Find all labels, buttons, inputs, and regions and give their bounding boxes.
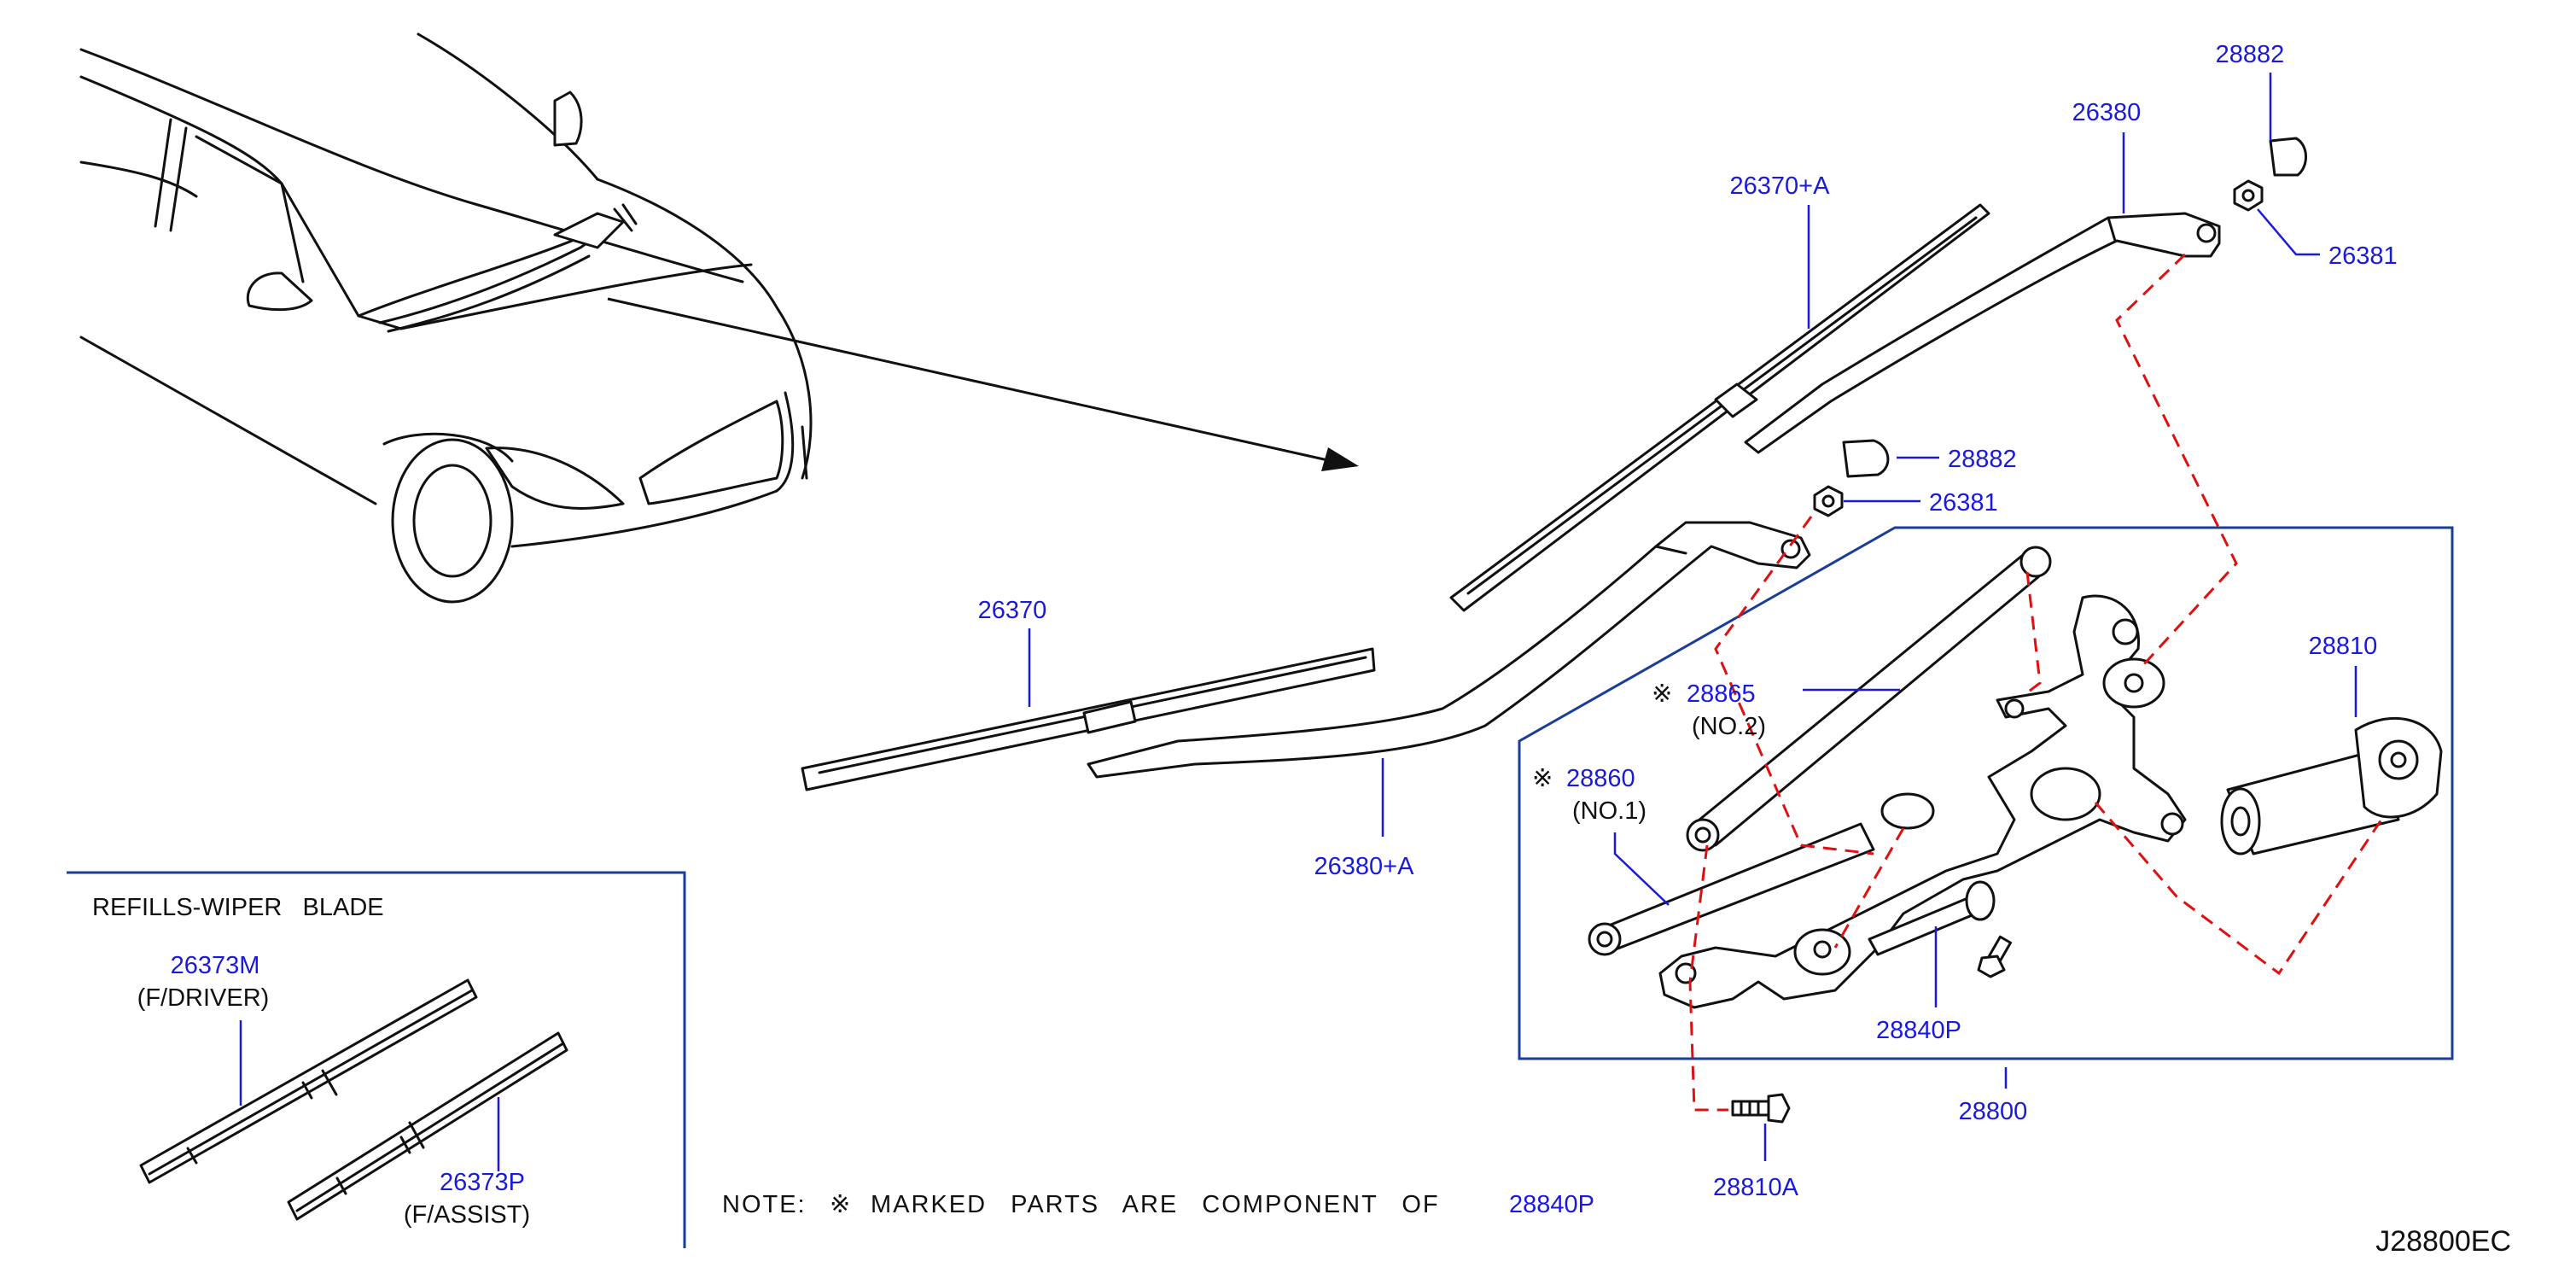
label-28882-upper: 28882 [2216,41,2285,68]
nut-lower-icon [1813,485,1844,517]
refill-driver-illustration [139,978,478,1184]
link-rod-no1 [1588,792,1935,956]
wiper-blade-upper [1449,203,1990,612]
motor-bolt-icon [1731,1093,1791,1124]
wiper-motor [2220,716,2443,855]
label-28800: 28800 [1959,1098,2028,1125]
label-28882-lower: 28882 [1948,446,2017,473]
linkage-frame-bracket [1658,594,2187,1009]
label-28840p: 28840P [1876,1017,1961,1044]
car-overview-illustration [79,32,813,604]
label-26380-a: 26380+A [1314,853,1415,880]
note-text: MARKED PARTS ARE COMPONENT OF [871,1191,1440,1218]
label-26373p-note: (F/ASSIST) [404,1201,530,1229]
link-rod-no2 [1686,546,2052,852]
label-26370-a: 26370+A [1730,172,1831,200]
frame-bolt-icon [1977,935,2013,978]
label-26373p: 26373P [440,1169,525,1196]
wiper-arm-upper [1744,212,2221,454]
label-26380: 26380 [2072,99,2142,126]
linkage-assembly-frame [1518,526,2454,1060]
note-part: 28840P [1509,1191,1594,1218]
note-symbol: ※ [830,1191,850,1218]
nut-upper-icon [2233,179,2264,212]
mark-28860: ※ [1532,765,1553,792]
label-26373m: 26373M [171,952,260,979]
wiper-arm-lower [1087,521,1811,779]
refill-assist-illustration [287,1031,568,1221]
diagram-code: J28800EC [2375,1225,2511,1258]
leader-lines [239,73,2357,1171]
mark-28865: ※ [1652,680,1672,708]
cap-upper-icon [2269,137,2307,177]
label-28860: 28860 [1566,765,1635,792]
refills-title: REFILLS-WIPER BLADE [92,894,384,921]
label-26381-upper: 26381 [2328,242,2398,270]
label-26370: 26370 [978,597,1047,624]
label-26381-lower: 26381 [1929,489,1998,517]
part-labels: 28882 26380 26381 26370+A 28882 26381 26… [92,41,2511,1258]
label-28865: 28865 [1687,680,1756,708]
detail-arrow [607,297,1359,471]
refills-frame [67,871,686,1248]
label-28810a: 28810A [1713,1174,1799,1201]
label-26373m-note: (F/DRIVER) [137,984,270,1012]
assembly-guide-lines [1688,253,2383,1112]
label-28865-note: (NO.2) [1692,713,1766,740]
label-28860-note: (NO.1) [1572,797,1646,825]
wiper-blade-lower [801,647,1376,791]
cap-lower-icon [1842,439,1890,478]
note-prefix: NOTE: [722,1191,807,1218]
label-28810: 28810 [2309,633,2378,660]
